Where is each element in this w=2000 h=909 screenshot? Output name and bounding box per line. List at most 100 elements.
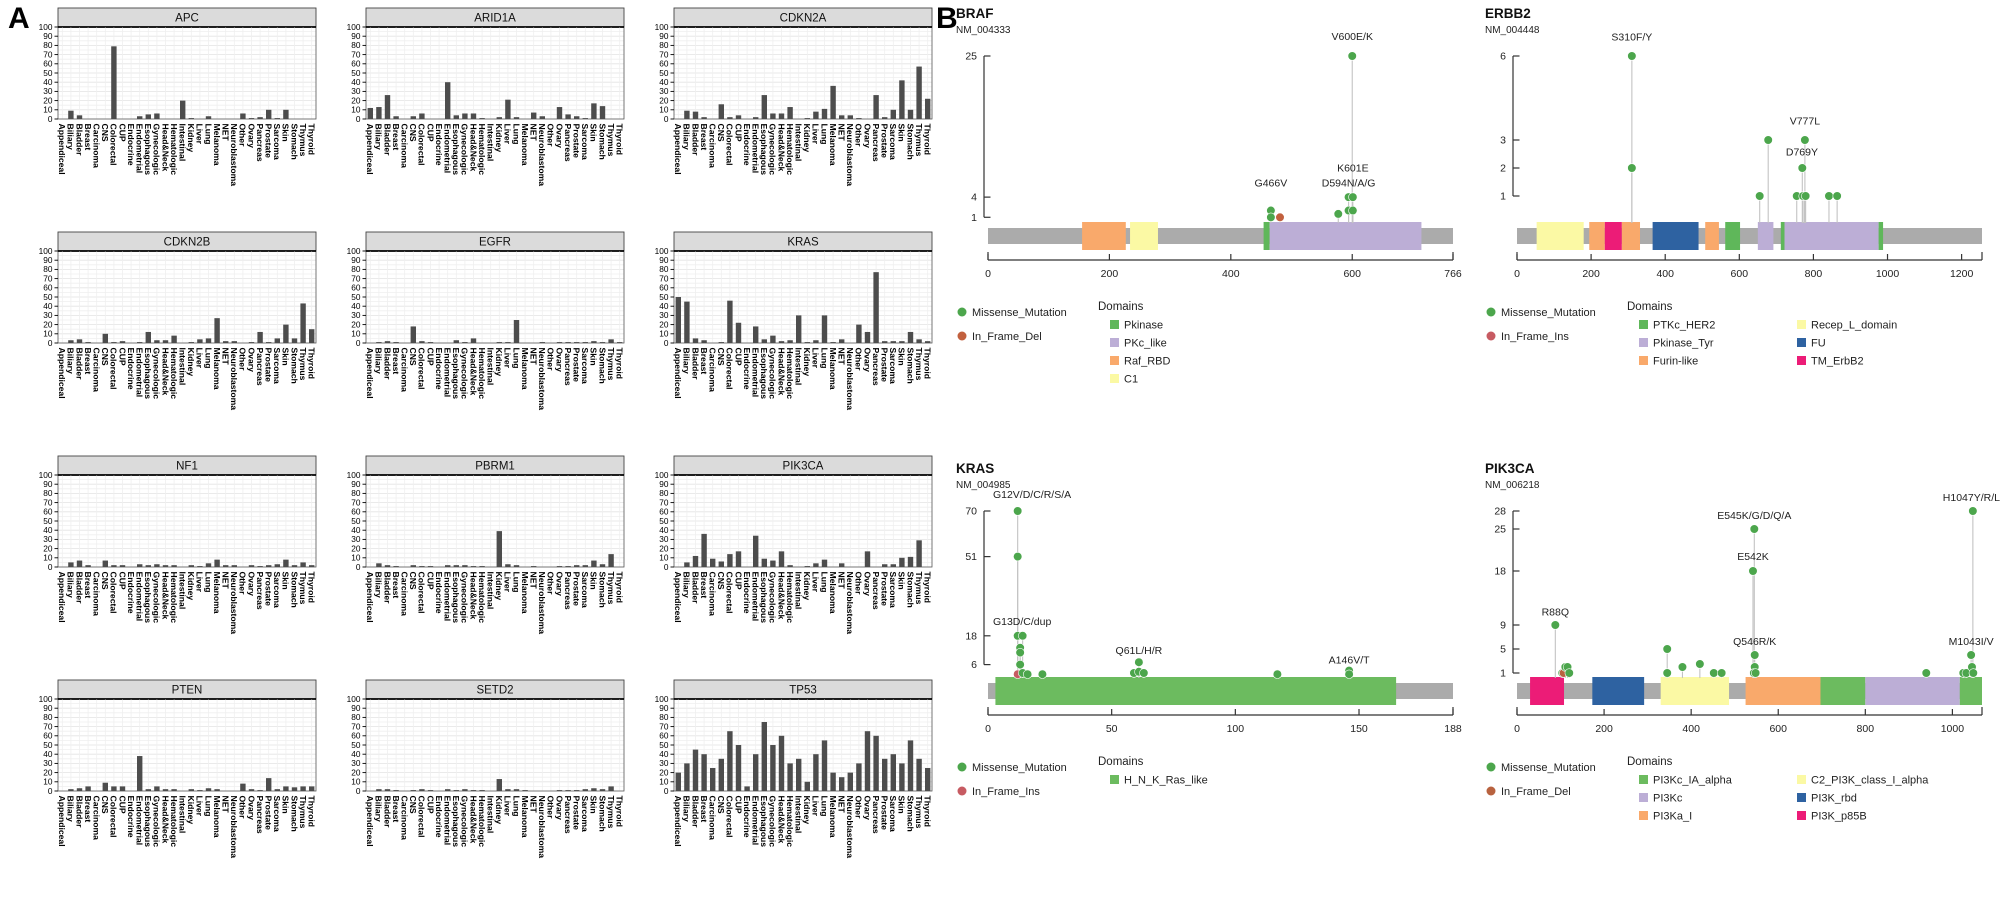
svg-text:CUP: CUP [733, 124, 743, 142]
svg-text:50: 50 [351, 292, 361, 302]
svg-text:50: 50 [351, 740, 361, 750]
svg-text:Hematologic: Hematologic [477, 124, 487, 176]
svg-text:40: 40 [659, 77, 669, 87]
legend-swatch [1639, 320, 1648, 329]
mutation-dot [1347, 51, 1357, 61]
bar [214, 559, 220, 567]
svg-text:1: 1 [1500, 191, 1506, 203]
bar [68, 562, 74, 567]
bar [197, 566, 203, 567]
bar [727, 117, 733, 119]
bar [384, 341, 391, 343]
svg-text:Appendiceal: Appendiceal [57, 124, 67, 175]
mutation-points [1550, 506, 1978, 678]
bar [882, 341, 888, 343]
svg-text:Appendiceal: Appendiceal [365, 572, 375, 623]
svg-text:Thymus: Thymus [606, 796, 616, 829]
bar [821, 740, 828, 791]
bar [300, 562, 306, 567]
svg-text:Skin: Skin [897, 796, 907, 814]
category-labels: AppendicealBiliaryBladderBreastCarcinoma… [57, 572, 316, 635]
svg-text:Breast: Breast [699, 796, 709, 823]
mutation-dot [1968, 668, 1978, 678]
svg-text:CNS: CNS [408, 124, 418, 142]
svg-text:Hematologic: Hematologic [477, 796, 487, 848]
svg-text:Kidney: Kidney [494, 348, 504, 377]
svg-text:50: 50 [659, 516, 669, 526]
bar [496, 779, 502, 791]
svg-text:Biliary: Biliary [682, 348, 692, 374]
svg-text:Bladder: Bladder [690, 796, 700, 829]
svg-text:Esophagous: Esophagous [451, 796, 461, 848]
svg-text:400: 400 [1656, 268, 1674, 280]
bar [214, 789, 220, 791]
svg-text:70: 70 [659, 49, 669, 59]
svg-text:Intestinal: Intestinal [178, 796, 188, 834]
svg-text:Thymus: Thymus [298, 348, 308, 381]
bar [899, 763, 905, 791]
svg-text:Ovary: Ovary [246, 572, 256, 597]
bar [68, 110, 74, 119]
svg-text:0: 0 [48, 562, 53, 572]
svg-text:Other: Other [854, 572, 864, 596]
bar [873, 95, 879, 119]
svg-text:90: 90 [351, 31, 361, 41]
category-labels: AppendicealBiliaryBladderBreastCarcinoma… [673, 572, 932, 635]
legend-label: Pkinase [1124, 320, 1163, 332]
domain-undefined [1263, 222, 1270, 250]
svg-text:9: 9 [1500, 620, 1506, 632]
bar [899, 557, 905, 567]
bar [882, 758, 888, 791]
bar [188, 789, 194, 791]
bar [393, 342, 399, 343]
svg-text:Esophagous: Esophagous [451, 572, 461, 624]
legend-dot [1486, 786, 1496, 796]
svg-text:Q546R/K: Q546R/K [1733, 636, 1776, 648]
bar [384, 789, 391, 791]
svg-text:Kidney: Kidney [186, 348, 196, 377]
svg-text:Breast: Breast [83, 348, 93, 375]
bar [787, 763, 793, 791]
svg-text:Neuroblastoma: Neuroblastoma [537, 572, 547, 635]
bar [76, 560, 83, 567]
bar [266, 778, 272, 791]
svg-text:Sarcoma: Sarcoma [272, 124, 282, 161]
svg-text:Thymus: Thymus [298, 124, 308, 157]
legend-swatch [1639, 793, 1648, 802]
svg-text:18: 18 [965, 630, 977, 642]
svg-text:80: 80 [351, 40, 361, 50]
bar [197, 790, 203, 791]
svg-text:Gynecologic: Gynecologic [460, 796, 470, 848]
barchart-KRAS: KRAS0102030405060708090100AppendicealBil… [655, 231, 933, 410]
svg-text:Other: Other [546, 124, 556, 148]
svg-text:NET: NET [529, 124, 539, 142]
svg-text:Ovary: Ovary [862, 124, 872, 149]
domain-undefined [1660, 677, 1730, 705]
bar [111, 786, 117, 791]
svg-text:60: 60 [43, 507, 53, 517]
svg-text:80: 80 [43, 488, 53, 498]
bar [410, 116, 416, 119]
bar [300, 786, 306, 791]
svg-text:Melanoma: Melanoma [212, 572, 222, 614]
mutation-dot [1755, 191, 1765, 201]
svg-text:Endometrial: Endometrial [135, 124, 145, 174]
mutation-dot [1717, 668, 1727, 678]
svg-text:Esophagous: Esophagous [143, 348, 153, 400]
svg-text:50: 50 [659, 740, 669, 750]
svg-text:100: 100 [347, 694, 361, 704]
mutation-labels: R88QE545K/G/D/Q/AE542KQ546R/KH1047Y/R/L/… [1542, 492, 2000, 648]
bar [188, 342, 194, 343]
svg-text:Carcinoma: Carcinoma [708, 572, 718, 617]
lollipop-BRAF: BRAFNM_0043331425V600E/KK601ED594N/A/GG4… [956, 6, 1462, 386]
svg-text:30: 30 [351, 86, 361, 96]
svg-text:CNS: CNS [408, 572, 418, 590]
mutation-dot [1695, 659, 1705, 669]
bar [882, 117, 888, 119]
bar [753, 117, 759, 119]
svg-text:CNS: CNS [100, 124, 110, 142]
